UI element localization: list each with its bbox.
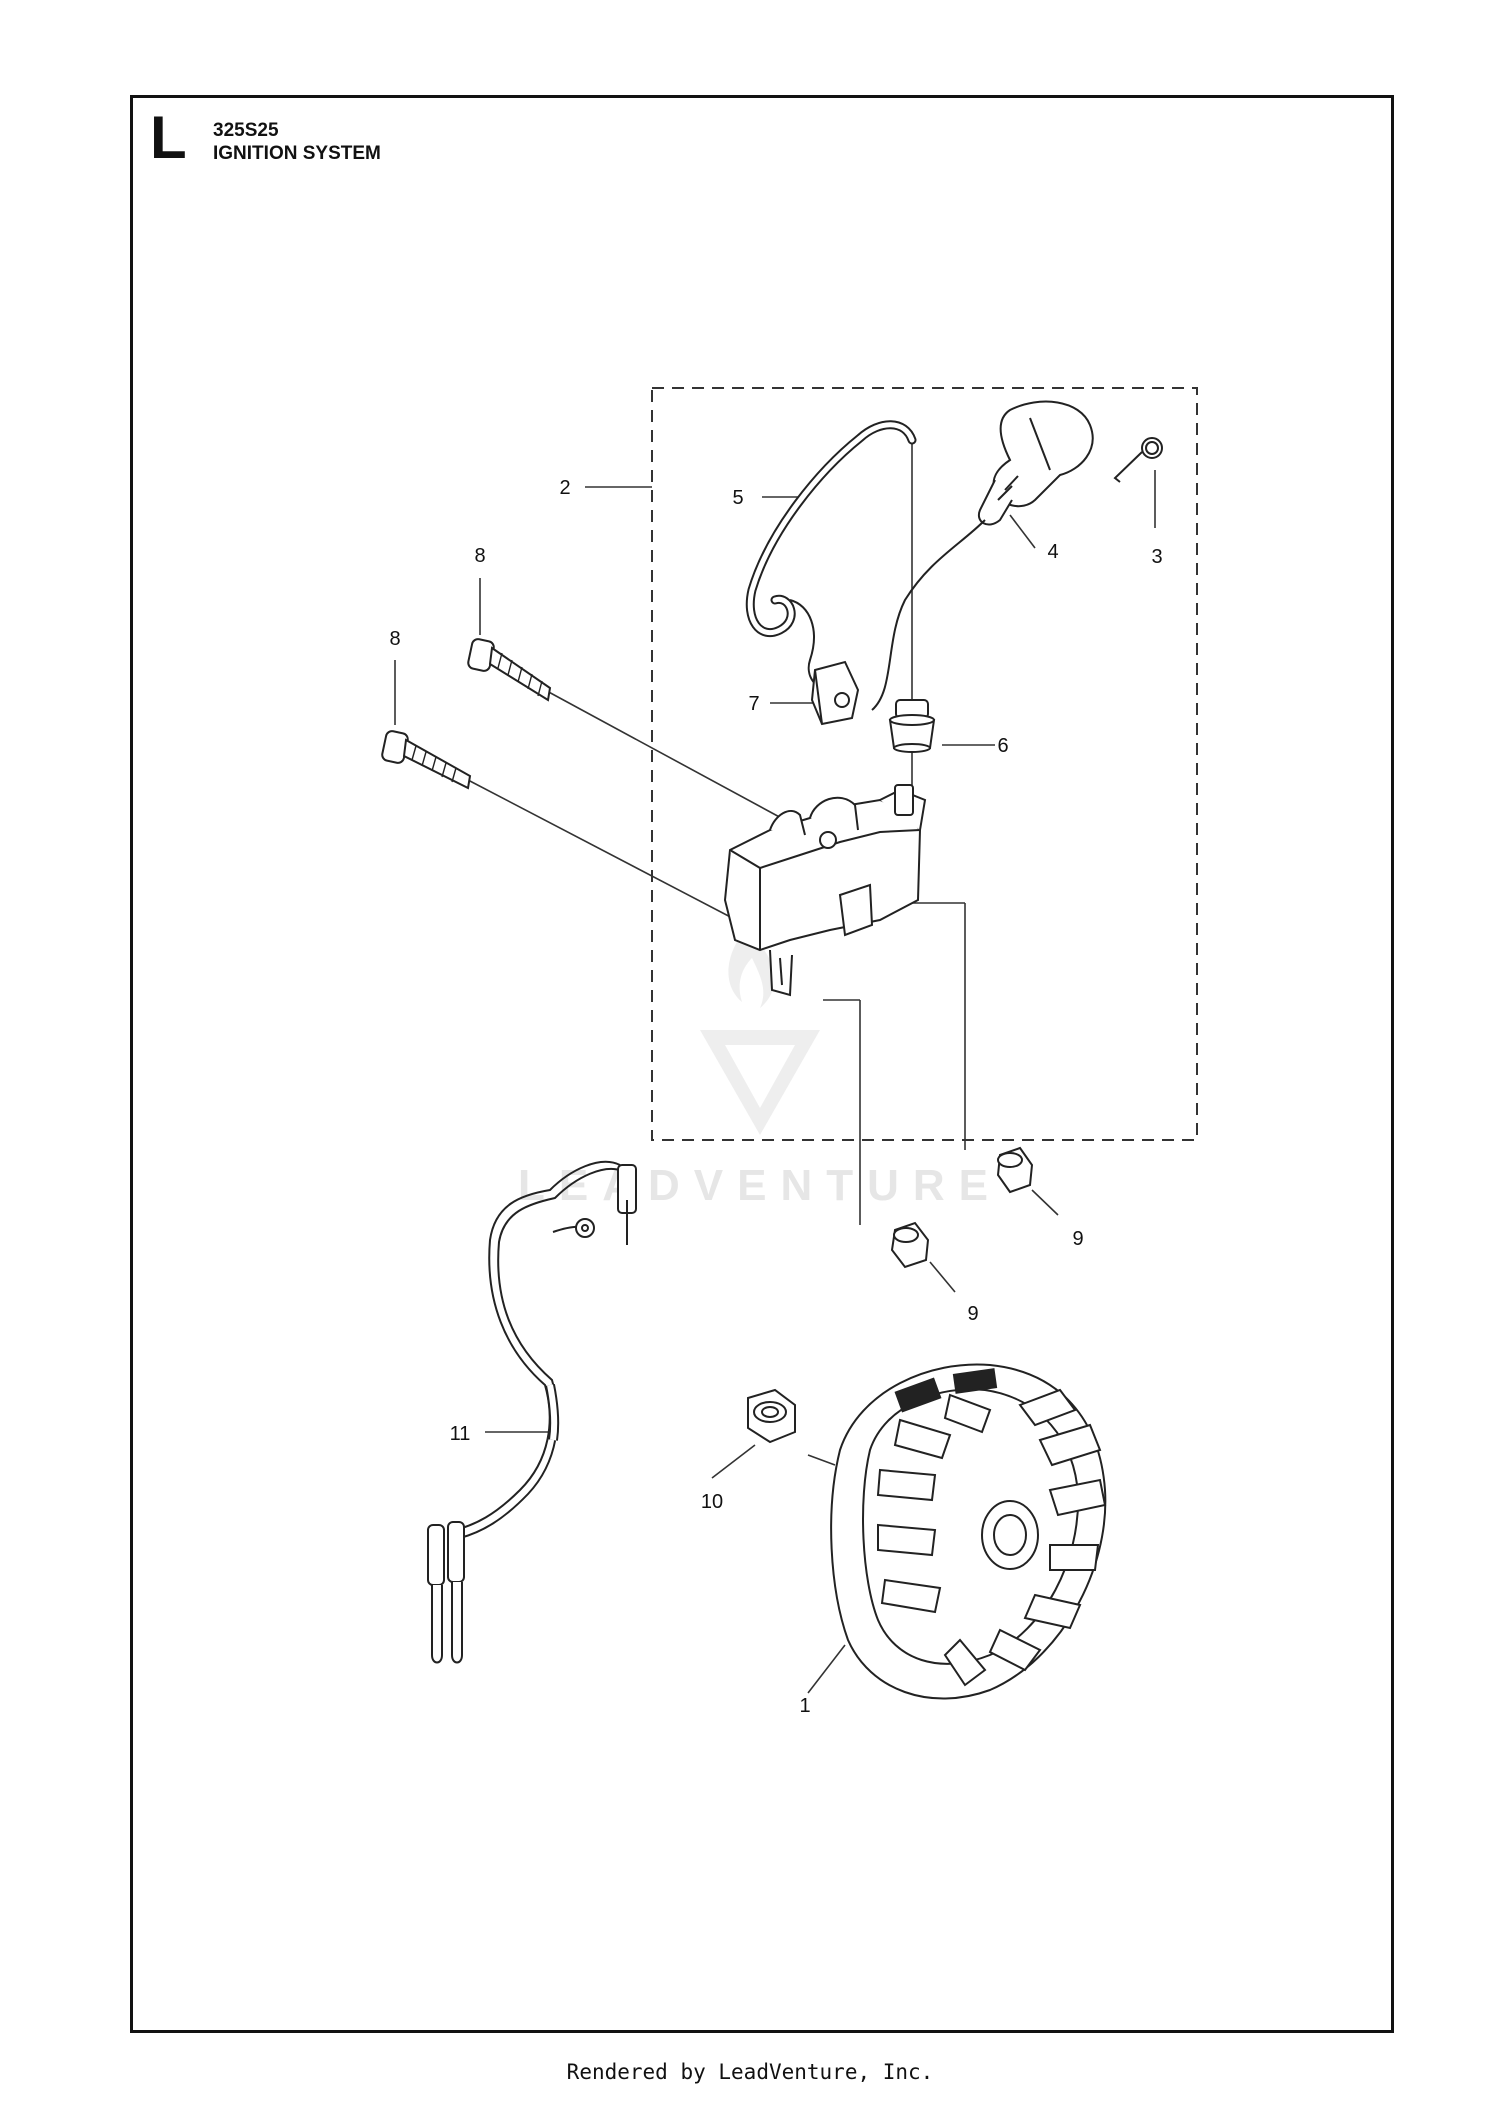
model-code: 325S25 <box>213 120 279 141</box>
spacer-upper <box>996 1146 1034 1194</box>
callout-3: 3 <box>1151 546 1162 568</box>
callout-8a: 8 <box>474 545 485 567</box>
watermark: LEADVENTURE <box>518 930 1002 1210</box>
callout-6: 6 <box>997 735 1008 757</box>
callout-7: 7 <box>748 693 759 715</box>
callout-labels: 2 5 4 3 8 8 7 6 9 9 11 10 1 <box>389 477 1162 1717</box>
bolt-lower <box>381 730 472 790</box>
callout-8b: 8 <box>389 628 400 650</box>
spark-plug-spring <box>1113 437 1163 483</box>
grommet <box>888 699 936 753</box>
ignition-coil <box>723 784 927 997</box>
diagram-frame <box>130 95 1394 2033</box>
render-credit: Rendered by LeadVenture, Inc. <box>566 2060 934 2084</box>
section-letter: L <box>150 104 187 171</box>
watermark-text: LEADVENTURE <box>518 1161 1002 1210</box>
callout-4: 4 <box>1047 541 1058 563</box>
flywheel <box>830 1363 1107 1700</box>
spacer-lower <box>890 1221 930 1269</box>
assembly-dashed-box <box>651 387 1198 1141</box>
callout-1: 1 <box>799 1695 810 1717</box>
high-tension-lead <box>871 519 986 711</box>
stop-switch-connectors <box>427 1521 465 1664</box>
callout-5: 5 <box>732 487 743 509</box>
callout-9a: 9 <box>1072 1228 1083 1250</box>
bolt-upper <box>467 638 552 702</box>
section-title: IGNITION SYSTEM <box>213 143 381 164</box>
exploded-parts-diagram: LEADVENTURE <box>381 387 1198 1717</box>
cable-clamp <box>810 660 860 726</box>
spark-plug-boot <box>977 400 1094 526</box>
callout-9b: 9 <box>967 1303 978 1325</box>
callout-11: 11 <box>450 1423 471 1445</box>
stop-switch-wire <box>454 1160 637 1539</box>
callout-10: 10 <box>701 1491 723 1513</box>
watermark-v-logo <box>700 1030 820 1135</box>
callout-2: 2 <box>559 477 570 499</box>
flywheel-nut <box>747 1388 796 1444</box>
leader-lines <box>394 440 1156 1694</box>
